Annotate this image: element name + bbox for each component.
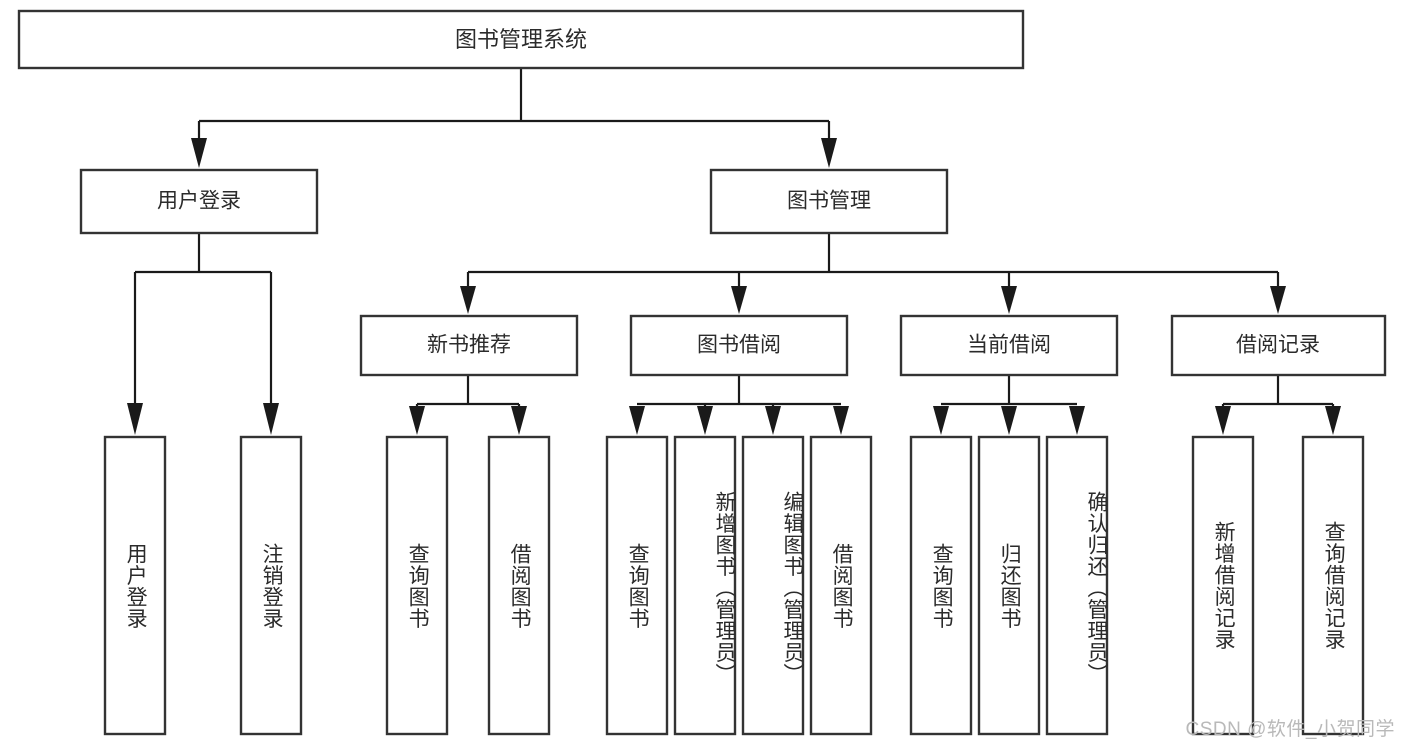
- leaf-box-return-book[interactable]: [977, 435, 1041, 736]
- node-book-borrow[interactable]: 图书借阅: [629, 314, 849, 377]
- arrow-head-leaf-confirm-return: [1069, 406, 1085, 435]
- node-borrow-record-label: 借阅记录: [1236, 334, 1320, 357]
- connector-group-book-borrow: [629, 375, 849, 435]
- node-book-manage-box[interactable]: [709, 168, 949, 235]
- watermark-text: CSDN @软件_小贺同学: [1185, 719, 1395, 740]
- arrow-head-leaf-user-login: [127, 403, 143, 435]
- leaf-box-edit-book[interactable]: [741, 435, 805, 736]
- node-book-manage[interactable]: 图书管理: [709, 168, 949, 235]
- arrow-head-leaf-return-book: [1001, 406, 1017, 435]
- arrow-head-leaf-user-logout: [263, 403, 279, 435]
- arrow-head-leaf-add-record: [1215, 406, 1231, 435]
- leaf-boxes: [103, 435, 1365, 736]
- arrow-head-leaf-query-record: [1325, 406, 1341, 435]
- node-borrow-record[interactable]: 借阅记录: [1170, 314, 1387, 377]
- arrow-head-current-borrow: [1001, 286, 1017, 314]
- arrow-head-leaf-edit-book: [765, 406, 781, 435]
- leaf-box-user-logout[interactable]: [239, 435, 303, 736]
- connector-group-current-borrow: [933, 375, 1085, 435]
- arrow-head-leaf-query-book-1: [409, 406, 425, 435]
- arrow-head-leaf-query-book-2: [629, 406, 645, 435]
- leaf-box-add-record[interactable]: [1191, 435, 1255, 736]
- connector-group-new-book-recommend: [409, 375, 527, 435]
- connector-group-user-login: [127, 233, 279, 435]
- leaf-box-query-book-1[interactable]: [385, 435, 449, 736]
- connector-group-borrow-record: [1215, 375, 1341, 435]
- arrow-head-leaf-borrow-book-1: [511, 406, 527, 435]
- arrow-head-book-manage: [821, 138, 837, 168]
- leaf-box-query-book-2[interactable]: [605, 435, 669, 736]
- leaf-box-query-book-3[interactable]: [909, 435, 973, 736]
- leaf-box-confirm-return[interactable]: [1045, 435, 1109, 736]
- connector-group-book-manage: [460, 233, 1286, 314]
- leaf-box-add-book[interactable]: [673, 435, 737, 736]
- node-new-book-recommend[interactable]: 新书推荐: [359, 314, 579, 377]
- arrow-head-leaf-borrow-book-2: [833, 406, 849, 435]
- arrow-head-leaf-query-book-3: [933, 406, 949, 435]
- arrow-head-leaf-add-book: [697, 406, 713, 435]
- leaf-box-borrow-book-2[interactable]: [809, 435, 873, 736]
- arrow-head-book-borrow: [731, 286, 747, 314]
- leaf-box-query-record[interactable]: [1301, 435, 1365, 736]
- node-book-manage-label: 图书管理: [787, 190, 871, 213]
- node-user-login-label: 用户登录: [157, 190, 241, 213]
- node-user-login-box[interactable]: [79, 168, 319, 235]
- node-current-borrow[interactable]: 当前借阅: [899, 314, 1119, 377]
- leaf-box-user-login[interactable]: [103, 435, 167, 736]
- node-new-book-recommend-label: 新书推荐: [427, 334, 511, 357]
- leaf-box-borrow-book-1[interactable]: [487, 435, 551, 736]
- node-new-book-recommend-box[interactable]: [359, 314, 579, 377]
- node-root-box[interactable]: [17, 9, 1025, 70]
- node-current-borrow-box[interactable]: [899, 314, 1119, 377]
- node-borrow-record-box[interactable]: [1170, 314, 1387, 377]
- node-book-borrow-box[interactable]: [629, 314, 849, 377]
- node-current-borrow-label: 当前借阅: [967, 334, 1051, 357]
- node-book-borrow-label: 图书借阅: [697, 334, 781, 357]
- arrow-head-user-login: [191, 138, 207, 168]
- arrow-head-borrow-record: [1270, 286, 1286, 314]
- arrow-head-new-book-recommend: [460, 286, 476, 314]
- node-root-label: 图书管理系统: [455, 27, 587, 52]
- node-user-login[interactable]: 用户登录: [79, 168, 319, 235]
- node-root[interactable]: 图书管理系统: [17, 9, 1025, 70]
- connector-group-root: [191, 68, 837, 168]
